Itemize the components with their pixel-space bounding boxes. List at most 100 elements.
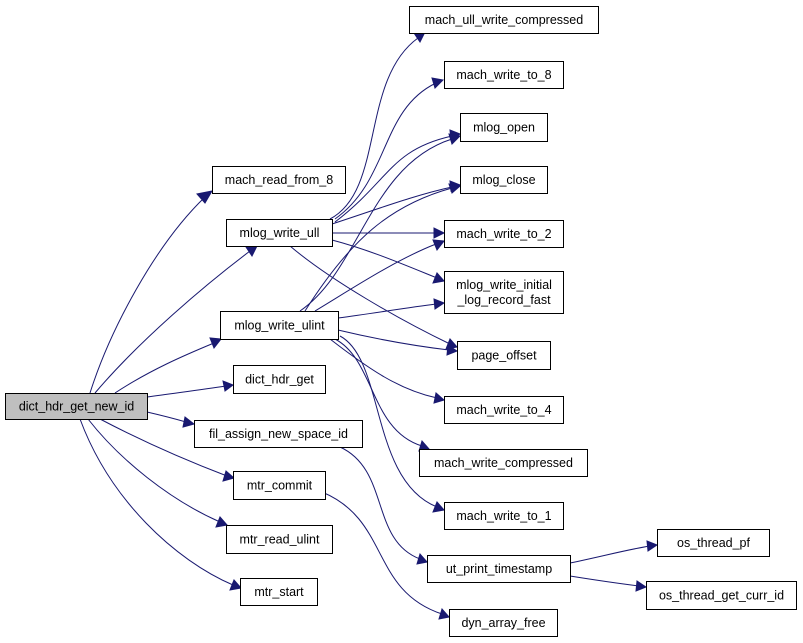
edge-line: [304, 187, 453, 312]
node-box[interactable]: [226, 525, 333, 554]
node-page_offset[interactable]: page_offset: [457, 341, 551, 370]
node-mach_write_to_8[interactable]: mach_write_to_8: [444, 61, 564, 89]
edge-line: [146, 411, 187, 423]
node-dict_hdr_get_new_id[interactable]: dict_hdr_get_new_id: [5, 393, 148, 420]
node-label: mach_read_from_8: [225, 173, 333, 187]
node-mach_ull_write_compressed[interactable]: mach_ull_write_compressed: [409, 6, 599, 34]
arrowhead-icon: [416, 552, 428, 565]
node-box[interactable]: [444, 396, 564, 424]
node-label: mlog_write_ull: [240, 226, 320, 240]
node-box[interactable]: [233, 471, 326, 500]
node-os_thread_get_curr_id[interactable]: os_thread_get_curr_id: [646, 581, 797, 610]
node-box[interactable]: [220, 311, 339, 340]
arrowhead-icon: [432, 501, 445, 513]
edge-mlog_write_ulint-to-page_offset: [337, 329, 459, 356]
node-os_thread_pf[interactable]: os_thread_pf: [657, 529, 770, 557]
node-box[interactable]: [427, 555, 571, 583]
node-label: mach_write_to_1: [456, 509, 551, 523]
arrowhead-icon: [432, 239, 445, 251]
arrowhead-icon: [209, 337, 222, 349]
edge-dict_hdr_get_new_id-to-dict_hdr_get: [146, 380, 235, 398]
edge-dict_hdr_get_new_id-to-fil_assign_new_space_id: [146, 411, 196, 428]
node-mlog_open[interactable]: mlog_open: [460, 113, 548, 142]
node-box[interactable]: [194, 420, 363, 448]
edge-mlog_write_ulint-to-mlog_close: [304, 183, 462, 312]
edge-mlog_write_ulint-to-mach_write_to_4: [329, 338, 446, 404]
node-box[interactable]: [646, 581, 797, 610]
node-mach_write_to_4[interactable]: mach_write_to_4: [444, 396, 564, 424]
node-mach_write_to_1[interactable]: mach_write_to_1: [444, 502, 564, 530]
node-label: page_offset: [471, 349, 537, 363]
edge-mlog_write_ull-to-mach_write_to_8: [334, 77, 445, 220]
node-box[interactable]: [409, 6, 599, 34]
node-label: mach_write_compressed: [434, 456, 573, 470]
edge-line: [334, 82, 437, 220]
node-box[interactable]: [233, 365, 326, 394]
node-box[interactable]: [460, 166, 548, 194]
node-fil_assign_new_space_id[interactable]: fil_assign_new_space_id: [194, 420, 363, 448]
node-box[interactable]: [444, 271, 564, 314]
node-box[interactable]: [444, 220, 564, 248]
node-label: dict_hdr_get: [245, 373, 314, 387]
node-label: mtr_read_ulint: [240, 533, 320, 547]
node-dyn_array_free[interactable]: dyn_array_free: [449, 609, 558, 637]
node-mach_write_compressed[interactable]: mach_write_compressed: [419, 449, 588, 477]
arrowhead-icon: [446, 344, 459, 356]
edge-ut_print_timestamp-to-os_thread_get_curr_id: [569, 575, 648, 592]
edge-mlog_write_ull-to-mlog_close: [331, 180, 462, 225]
node-mtr_read_ulint[interactable]: mtr_read_ulint: [226, 525, 333, 554]
node-box[interactable]: [5, 393, 148, 420]
edge-layer: [79, 31, 659, 620]
edge-line: [339, 335, 438, 508]
node-mlog_close[interactable]: mlog_close: [460, 166, 548, 194]
node-label: _log_record_fast: [456, 293, 551, 307]
node-label: os_thread_pf: [677, 536, 751, 550]
node-box[interactable]: [444, 502, 564, 530]
node-mlog_write_initial_log_record_fast[interactable]: mlog_write_initial_log_record_fast: [444, 271, 564, 314]
node-box[interactable]: [419, 449, 588, 477]
arrowhead-icon: [635, 580, 648, 592]
node-mach_write_to_2[interactable]: mach_write_to_2: [444, 220, 564, 248]
node-mlog_write_ulint[interactable]: mlog_write_ulint: [220, 311, 339, 340]
arrowhead-icon: [229, 579, 242, 591]
edge-line: [299, 138, 453, 312]
edge-mlog_write_ulint-to-mach_write_to_1: [339, 335, 445, 513]
node-box[interactable]: [212, 166, 346, 194]
node-label: mtr_start: [254, 585, 304, 599]
node-mtr_start[interactable]: mtr_start: [240, 578, 318, 606]
node-box[interactable]: [460, 113, 548, 142]
edge-line: [337, 329, 450, 351]
edge-mlog_write_ull-to-mach_write_to_2: [332, 227, 446, 239]
arrowhead-icon: [433, 298, 446, 310]
node-mtr_commit[interactable]: mtr_commit: [233, 471, 326, 500]
node-ut_print_timestamp[interactable]: ut_print_timestamp: [427, 555, 571, 583]
edge-dict_hdr_get_new_id-to-mtr_commit: [99, 418, 236, 482]
arrowhead-icon: [448, 183, 462, 194]
edge-dict_hdr_get_new_id-to-mtr_start: [79, 418, 242, 591]
node-mach_read_from_8[interactable]: mach_read_from_8: [212, 166, 346, 194]
node-label: fil_assign_new_space_id: [209, 427, 348, 441]
edge-line: [79, 418, 234, 586]
arrowhead-icon: [646, 540, 659, 552]
node-box[interactable]: [457, 341, 551, 370]
arrowhead-icon: [222, 380, 235, 392]
node-box[interactable]: [449, 609, 558, 637]
edge-line: [339, 446, 421, 560]
arrowhead-icon: [432, 272, 445, 284]
edge-line: [94, 250, 251, 394]
edge-line: [569, 575, 640, 587]
node-label: dict_hdr_get_new_id: [19, 400, 134, 414]
node-box[interactable]: [444, 61, 564, 89]
node-box[interactable]: [657, 529, 770, 557]
node-label: mlog_close: [472, 173, 535, 187]
node-mlog_write_ull[interactable]: mlog_write_ull: [226, 219, 333, 247]
node-label: mach_write_to_2: [456, 227, 551, 241]
arrowhead-icon: [196, 190, 213, 204]
node-dict_hdr_get[interactable]: dict_hdr_get: [233, 365, 326, 394]
edge-line: [99, 418, 228, 477]
node-box[interactable]: [226, 219, 333, 247]
node-box[interactable]: [240, 578, 318, 606]
edge-line: [114, 342, 215, 394]
edge-line: [331, 239, 438, 279]
